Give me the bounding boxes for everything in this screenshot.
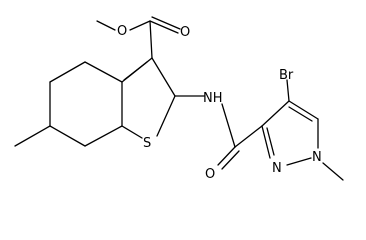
bond-carbonylC-pyrazoleC3	[234, 125, 263, 148]
bond-c3-n2-inner	[266, 127, 275, 156]
atom-label-ester-oxygen: O	[117, 24, 127, 39]
bond-c6-c7	[49, 125, 86, 147]
bond-c3-n2	[261, 125, 271, 159]
atom-label-amide-nh: NH	[203, 91, 223, 106]
bond-c3-c2	[151, 57, 176, 97]
bond-c4-br	[286, 79, 290, 102]
bond-c6-methyl	[14, 125, 51, 147]
bond-c3-c3a-inner	[123, 61, 148, 81]
bond-c7-c7a	[84, 125, 123, 147]
bond-amide-double-b	[221, 150, 240, 170]
bond-nh-carbonylC	[221, 103, 236, 148]
bond-c4-c5	[49, 61, 86, 83]
atom-label-pyrazole-n2: N	[272, 161, 282, 176]
bond-methyl-o	[96, 20, 116, 31]
bond-c5-c4-inner	[288, 106, 313, 122]
bond-amide-double-a	[217, 146, 236, 166]
bond-n2-n1	[286, 157, 312, 166]
atom-label-amide-oxygen: O	[205, 167, 215, 182]
bond-c3a-c4	[84, 61, 123, 83]
molecule-canvas: O O S NH Br O N N	[14, 16, 344, 182]
bond-c5-c4	[288, 100, 319, 120]
atom-label-ester-carbonyl-oxygen: O	[180, 25, 190, 40]
bond-c2-s	[156, 95, 176, 137]
molecule-svg: O O S NH Br O N N	[14, 16, 344, 182]
atom-label-sulfur: S	[143, 136, 151, 151]
bond-carbonyl-double-a	[149, 20, 179, 34]
atom-label-pyrazole-n1: N	[312, 150, 322, 165]
bond-lines	[14, 16, 344, 181]
bond-carbonyl-double-b	[151, 16, 181, 30]
bond-o-carbonylC	[129, 20, 151, 31]
atom-label-bromine: Br	[279, 68, 294, 83]
bond-c4-c3	[261, 100, 290, 127]
bond-n1-methyl	[322, 162, 344, 181]
bond-carbonylC-c3	[149, 20, 153, 59]
bond-s-c7a	[121, 125, 143, 139]
